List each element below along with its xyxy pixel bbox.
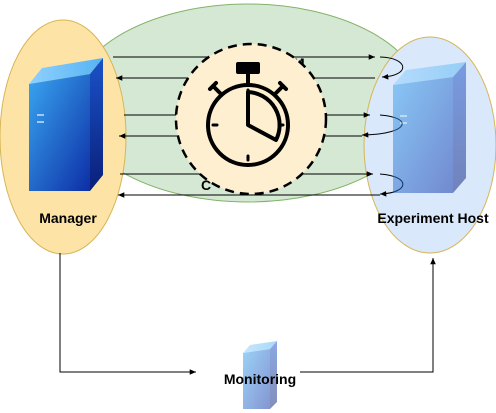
arrow-loop-1	[379, 56, 404, 80]
manager-to-monitoring-edge	[59, 253, 196, 375]
manager-server-icon	[29, 58, 103, 191]
monitoring-label: Monitoring	[224, 371, 296, 387]
monitoring-to-host-edge	[300, 258, 436, 373]
monitoring-server-icon	[243, 341, 277, 409]
experiment-host-server-icon	[393, 62, 466, 193]
stopwatch-icon	[206, 62, 290, 167]
timer-circle	[174, 42, 328, 196]
manager-label: Manager	[39, 210, 97, 226]
experiment-host-label: Experiment Host	[377, 210, 489, 226]
